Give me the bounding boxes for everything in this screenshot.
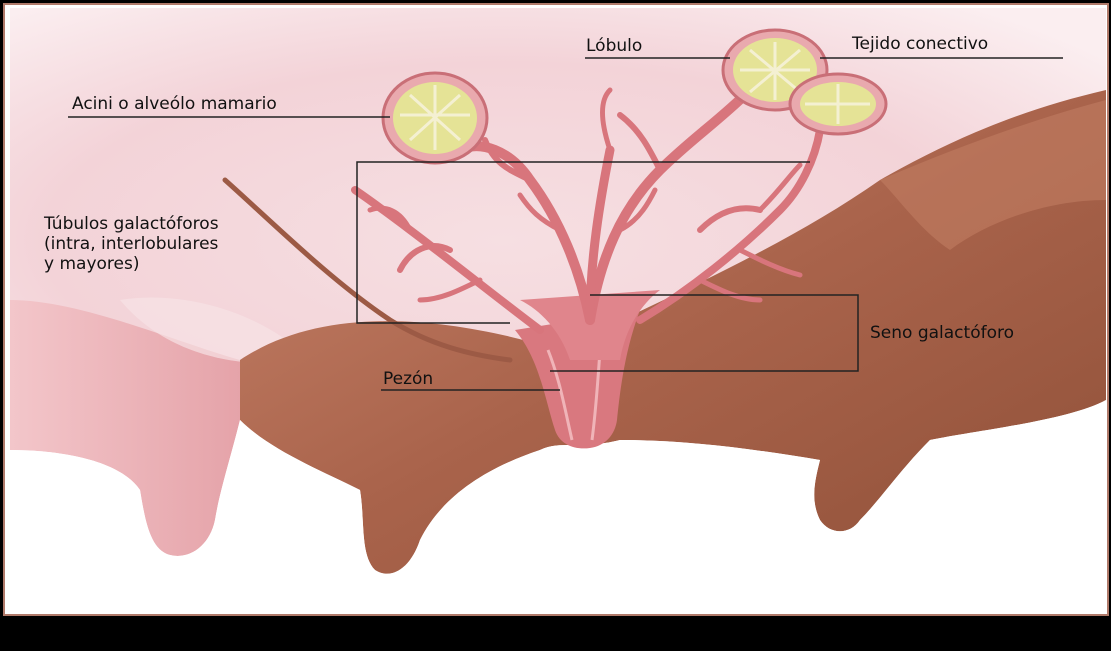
alveolus-cluster-left (383, 73, 487, 163)
label-tubulos-line3: y mayores) (44, 254, 139, 274)
label-tubulos-line2: (intra, interlobulares (44, 234, 218, 254)
label-acini: Acini o alveólo mamario (72, 94, 277, 114)
label-tubulos-line1: Túbulos galactóforos (44, 214, 219, 234)
label-tejido-conectivo: Tejido conectivo (852, 34, 988, 54)
label-lobulo: Lóbulo (586, 36, 642, 56)
label-seno-galactoforo: Seno galactóforo (870, 323, 1014, 343)
label-pezon: Pezón (383, 369, 433, 389)
bottom-bar (0, 616, 1111, 647)
